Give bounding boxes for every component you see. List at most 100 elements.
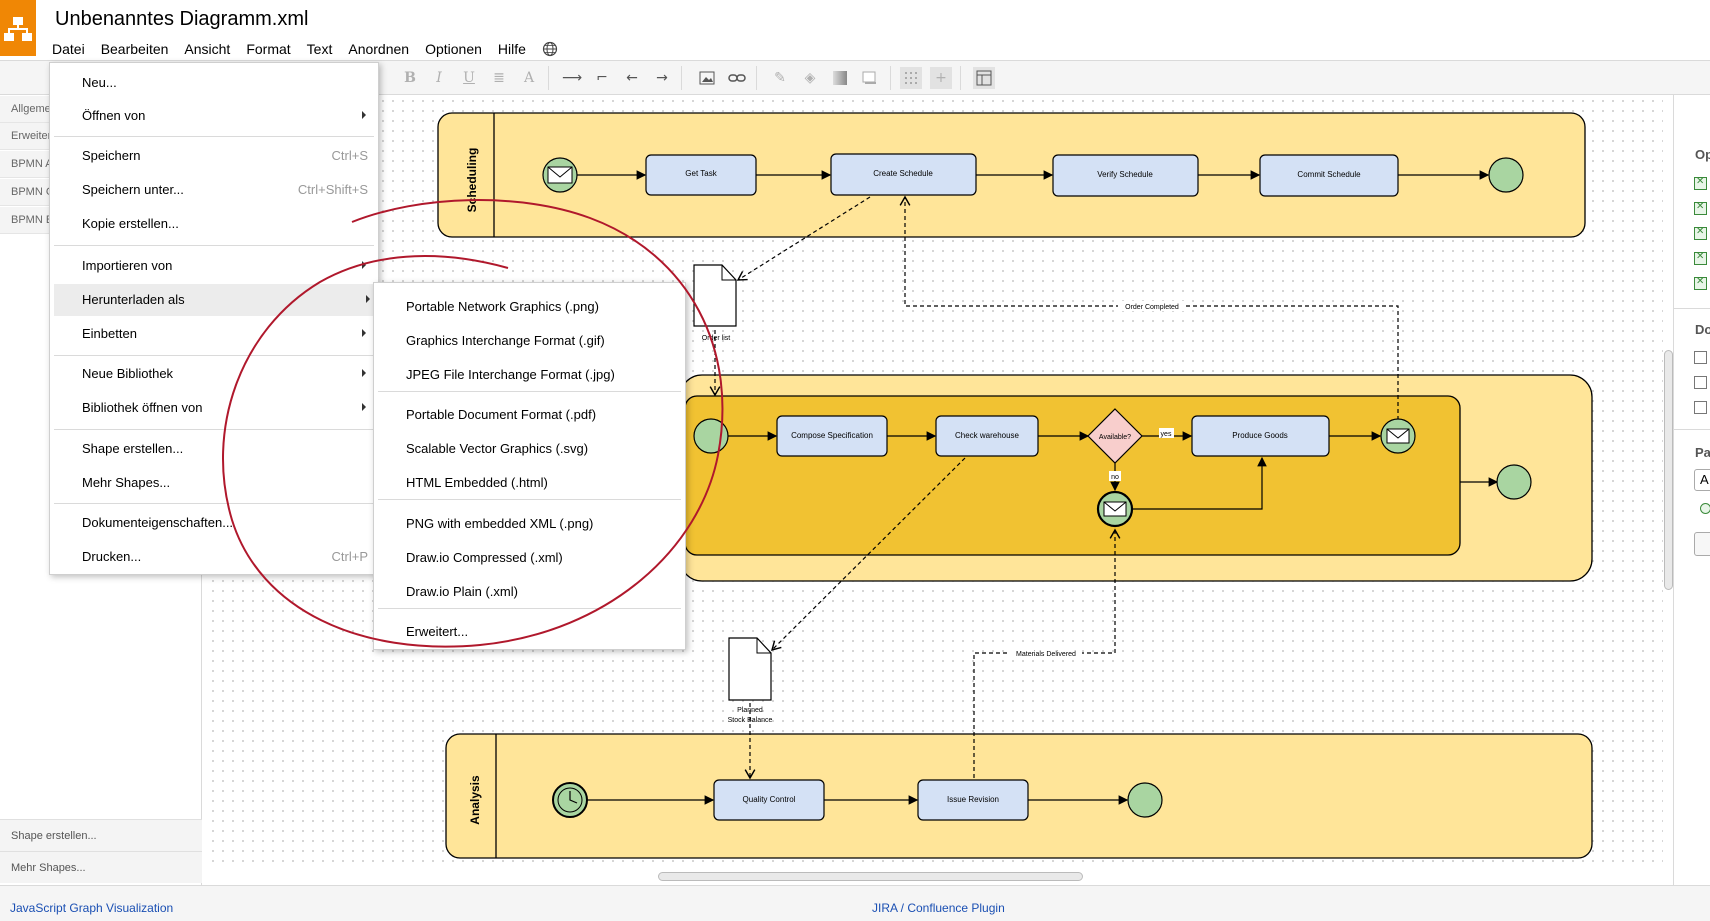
menu-item-save-as[interactable]: Speichern unter...Ctrl+Shift+S [82,182,368,197]
option-checkbox[interactable] [1694,201,1707,215]
download-pdf[interactable]: Portable Document Format (.pdf) [406,407,597,422]
menu-item-download-as[interactable]: Herunterladen als [54,284,382,316]
toolbar-divider [681,66,682,90]
format-panel-icon[interactable] [973,67,995,89]
menu-item-open-from[interactable]: Öffnen von [50,100,378,132]
menu-separator [54,503,374,504]
image-icon[interactable] [696,67,718,89]
task-commit-schedule[interactable]: Commit Schedule [1259,154,1399,197]
menu-item-make-copy[interactable]: Kopie erstellen... [82,216,179,231]
download-png-xml[interactable]: PNG with embedded XML (.png) [406,516,594,531]
edge-label-materials-delivered: Materials Delivered [1016,651,1076,658]
menu-anordnen[interactable]: Anordnen [348,41,410,57]
intermediate-message-event[interactable] [1096,490,1134,528]
end-event[interactable] [1127,782,1163,818]
shadow-icon[interactable] [859,67,881,89]
download-svg[interactable]: Scalable Vector Graphics (.svg) [406,441,589,456]
task-produce-goods[interactable]: Produce Goods [1191,415,1330,457]
guides-icon[interactable]: + [930,67,952,89]
toolbar-divider [548,66,549,90]
task-quality-control[interactable]: Quality Control [713,779,825,821]
menu-item-document-properties[interactable]: Dokumenteigenschaften... [82,515,234,530]
menu-item-print[interactable]: Drucken...Ctrl+P [82,549,368,564]
globe-icon[interactable] [542,41,558,57]
option-checkbox[interactable] [1694,251,1707,265]
pool-production[interactable] [679,374,1593,582]
underline-icon[interactable]: U [463,70,475,86]
panel-button[interactable] [1694,532,1710,556]
timer-start-event[interactable] [552,782,588,818]
task-check-warehouse[interactable]: Check warehouse [935,415,1039,457]
option-checkbox[interactable] [1694,351,1707,364]
download-xml-plain[interactable]: Draw.io Plain (.xml) [406,584,518,599]
start-event[interactable] [693,418,729,454]
start-message-event[interactable] [542,157,578,193]
sidebar-more-shapes[interactable]: Mehr Shapes... [0,851,202,883]
menu-item-more-shapes[interactable]: Mehr Shapes... [82,475,171,490]
arrow-left-icon[interactable]: ← [626,70,638,86]
task-get-task[interactable]: Get Task [645,154,757,196]
menu-item-embed[interactable]: Einbetten [50,318,378,350]
gradient-icon[interactable] [829,67,851,89]
download-html[interactable]: HTML Embedded (.html) [406,475,548,490]
toolbar-divider [756,66,757,90]
menu-separator [378,499,681,500]
app-logo[interactable] [0,0,36,56]
vertical-scrollbar[interactable] [1664,350,1673,590]
end-event[interactable] [1496,464,1532,500]
option-checkbox[interactable] [1694,276,1707,290]
align-icon[interactable]: ≣ [493,70,505,86]
menu-item-new[interactable]: Neu... [82,75,117,90]
menu-optionen[interactable]: Optionen [425,41,482,57]
task-verify-schedule[interactable]: Verify Schedule [1052,154,1199,197]
download-advanced[interactable]: Erweitert... [406,624,469,639]
edge-label-no: no [1111,474,1119,481]
option-checkbox[interactable] [1694,401,1707,414]
task-label: Issue Revision [947,795,999,804]
menu-text[interactable]: Text [306,41,333,57]
menu-hilfe[interactable]: Hilfe [497,41,526,57]
connector-straight-icon[interactable]: ⟶ [561,70,583,86]
download-gif[interactable]: Graphics Interchange Format (.gif) [406,333,605,348]
document-title[interactable]: Unbenanntes Diagramm.xml [55,8,309,30]
connector-orthogonal-icon[interactable]: ⌐ [596,70,608,86]
menu-item-open-library[interactable]: Bibliothek öffnen von [50,392,378,424]
menu-item-create-shape[interactable]: Shape erstellen... [82,441,184,456]
menu-item-new-library[interactable]: Neue Bibliothek [50,358,378,390]
format-panel: Op Do Pa A [1673,95,1710,885]
menu-item-import-from[interactable]: Importieren von [50,250,378,282]
task-issue-revision[interactable]: Issue Revision [917,779,1029,821]
task-compose-specification[interactable]: Compose Specification [776,415,888,457]
paper-size-select[interactable]: A [1694,469,1710,491]
italic-icon[interactable]: I [436,70,442,86]
orientation-radio[interactable] [1700,503,1710,514]
end-message-event[interactable] [1380,418,1416,454]
download-png[interactable]: Portable Network Graphics (.png) [406,299,599,314]
menu-bearbeiten[interactable]: Bearbeiten [100,41,169,57]
download-jpg[interactable]: JPEG File Interchange Format (.jpg) [406,367,615,382]
menu-datei[interactable]: Datei [52,41,85,57]
footer-link-jira[interactable]: JIRA / Confluence Plugin [872,901,1005,915]
menu-ansicht[interactable]: Ansicht [184,41,231,57]
menu-format[interactable]: Format [246,41,291,57]
task-create-schedule[interactable]: Create Schedule [830,153,977,196]
download-xml-compressed[interactable]: Draw.io Compressed (.xml) [406,550,563,565]
line-color-icon[interactable]: ✎ [774,70,786,86]
link-icon[interactable] [726,67,748,89]
footer-link-js-graph[interactable]: JavaScript Graph Visualization [10,901,174,915]
bold-icon[interactable]: B [404,70,416,86]
end-event[interactable] [1488,157,1524,193]
horizontal-scrollbar[interactable] [658,872,1083,881]
status-bar [0,885,1710,921]
font-color-icon[interactable]: A [523,70,535,86]
grid-icon[interactable] [900,67,922,89]
sidebar-create-shape[interactable]: Shape erstellen... [0,819,202,851]
fill-color-icon[interactable]: ◈ [804,70,816,86]
download-as-submenu: Portable Network Graphics (.png) Graphic… [373,282,686,650]
option-checkbox[interactable] [1694,226,1707,240]
task-label: Get Task [685,169,717,178]
option-checkbox[interactable] [1694,176,1707,190]
option-checkbox[interactable] [1694,376,1707,389]
arrow-right-icon[interactable]: → [656,70,668,86]
